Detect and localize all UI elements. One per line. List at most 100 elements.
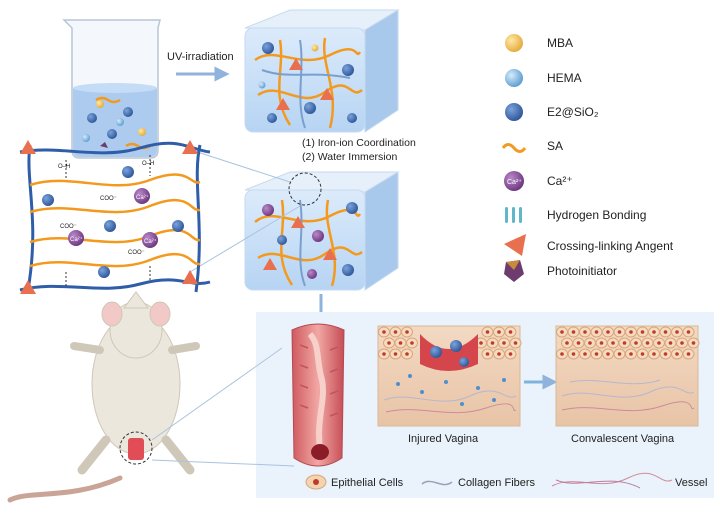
vagina-organ <box>291 323 345 467</box>
legend-item-hydrogen-bonding: Hydrogen Bonding <box>505 207 646 223</box>
cell-nucleus <box>571 352 576 356</box>
collagen-fiber-icon <box>421 480 453 486</box>
cell-nucleus <box>410 341 414 345</box>
coordination-label: (1) Iron-ion Coordination <box>302 137 416 149</box>
cell-nucleus <box>629 352 633 356</box>
cell-nucleus <box>691 341 696 345</box>
hydrogel-cube-top <box>244 9 400 133</box>
cell-nucleus <box>680 341 684 345</box>
injured-scattered-particles <box>396 374 506 406</box>
injured-tissue <box>377 325 522 427</box>
cell-nucleus <box>583 352 587 356</box>
coo-label-2: COO⁻ <box>60 224 77 230</box>
uv-irradiation-step: UV-irradiation <box>167 51 234 82</box>
calcium-icon <box>504 171 524 191</box>
cell-nucleus <box>594 352 599 356</box>
cell-nucleus <box>686 352 691 356</box>
cell-nucleus <box>382 352 386 356</box>
hydrogen-bonding-icon <box>505 207 522 223</box>
cell-nucleus <box>560 352 564 356</box>
cell-nucleus <box>617 352 622 356</box>
cell-nucleus <box>686 330 691 334</box>
coo-label: COO⁻ <box>100 196 117 202</box>
epithelial-label: Epithelial Cells <box>331 477 404 489</box>
vessel-label: Vessel <box>675 477 707 489</box>
bottom-legend: Epithelial Cells Collagen Fibers Vessel <box>305 472 707 490</box>
legend-collagen-fibers: Collagen Fibers <box>421 477 536 489</box>
cell-nucleus <box>652 330 656 334</box>
ca-label-2: Ca²⁺ <box>70 236 83 243</box>
legend-item-hema: HEMA <box>505 69 582 87</box>
legend-item-ca: Ca²⁺ Ca²⁺ <box>504 171 573 191</box>
cell-nucleus <box>663 352 668 356</box>
cell-nucleus <box>382 330 386 334</box>
hydrogel-cube-middle <box>244 171 400 291</box>
cell-nucleus <box>657 341 661 345</box>
cell-nucleus <box>405 352 409 356</box>
legend-item-crosslinking-agent: Crossing-linking Angent <box>504 234 674 256</box>
cell-nucleus <box>387 341 391 345</box>
ca-label-3: Ca²⁺ <box>144 238 157 245</box>
cell-nucleus <box>393 330 398 334</box>
cell-nucleus <box>634 341 638 345</box>
cell-nucleus <box>490 341 495 345</box>
legend-label-crosslinking-agent: Crossing-linking Angent <box>547 239 674 253</box>
legend-item-sa: SA <box>501 139 563 153</box>
legend-epithelial-cells: Epithelial Cells <box>305 474 404 490</box>
vessel-icon <box>551 472 673 489</box>
calcium-icon-label: Ca²⁺ <box>507 179 522 186</box>
legend-item-e2-sio2: E2@SiO₂ <box>505 103 599 121</box>
cell-nucleus <box>645 341 650 345</box>
cell-nucleus <box>640 352 645 356</box>
cell-nucleus <box>594 330 599 334</box>
oh-label-2: O–H <box>142 161 154 167</box>
cell-nucleus <box>675 352 679 356</box>
legend-label-ca: Ca²⁺ <box>547 174 573 188</box>
cell-nucleus <box>588 341 592 345</box>
collagen-label: Collagen Fibers <box>458 477 536 489</box>
cell-nucleus <box>583 330 587 334</box>
legend-label-hydrogen-bonding: Hydrogen Bonding <box>547 208 646 222</box>
convalescent-epithelial-layer <box>556 326 700 360</box>
coo-label-3: COO⁻ <box>128 250 145 256</box>
legend-item-photoinitiator: Photoinitiator <box>504 260 617 282</box>
legend-label-hema: HEMA <box>547 71 582 85</box>
rat-illustration <box>7 291 200 503</box>
convalescent-label: Convalescent Vagina <box>571 433 675 445</box>
cell-nucleus <box>663 330 668 334</box>
beaker <box>62 19 161 159</box>
immersion-steps: (1) Iron-ion Coordination (2) Water Imme… <box>302 137 416 163</box>
oh-label: O–H <box>58 164 70 170</box>
cell-nucleus <box>606 330 610 334</box>
cell-nucleus <box>502 341 506 345</box>
legend-label-sa: SA <box>547 139 563 153</box>
crosslinking-agent-icon <box>504 234 526 256</box>
rat-zoom-circle <box>119 431 153 465</box>
network-ca-ions: Ca²⁺ Ca²⁺ Ca²⁺ <box>68 188 158 248</box>
hema-icon <box>505 69 523 87</box>
cell-nucleus <box>622 341 627 345</box>
sa-icon <box>501 143 527 153</box>
cell-nucleus <box>617 330 622 334</box>
cell-nucleus <box>508 352 513 356</box>
legend-vessel: Vessel <box>551 472 707 489</box>
cell-nucleus <box>611 341 615 345</box>
ca-label-1: Ca²⁺ <box>136 194 149 201</box>
cell-nucleus <box>599 341 604 345</box>
injured-label: Injured Vagina <box>408 433 479 445</box>
polymer-network: O–H O–H COO⁻ COO⁻ COO⁻ Ca²⁺ Ca²⁺ Ca²⁺ <box>19 140 211 294</box>
cell-nucleus <box>571 330 576 334</box>
cell-nucleus <box>398 341 403 345</box>
cell-nucleus <box>640 330 645 334</box>
cell-nucleus <box>485 330 490 334</box>
cell-nucleus <box>606 352 610 356</box>
photoinitiator-icon <box>504 260 524 282</box>
e2-sio2-icon <box>505 103 523 121</box>
cell-nucleus <box>576 341 581 345</box>
cell-nucleus <box>565 341 569 345</box>
cell-nucleus <box>668 341 673 345</box>
legend-label-photoinitiator: Photoinitiator <box>547 264 617 278</box>
cell-nucleus <box>497 330 501 334</box>
cell-nucleus <box>508 330 513 334</box>
